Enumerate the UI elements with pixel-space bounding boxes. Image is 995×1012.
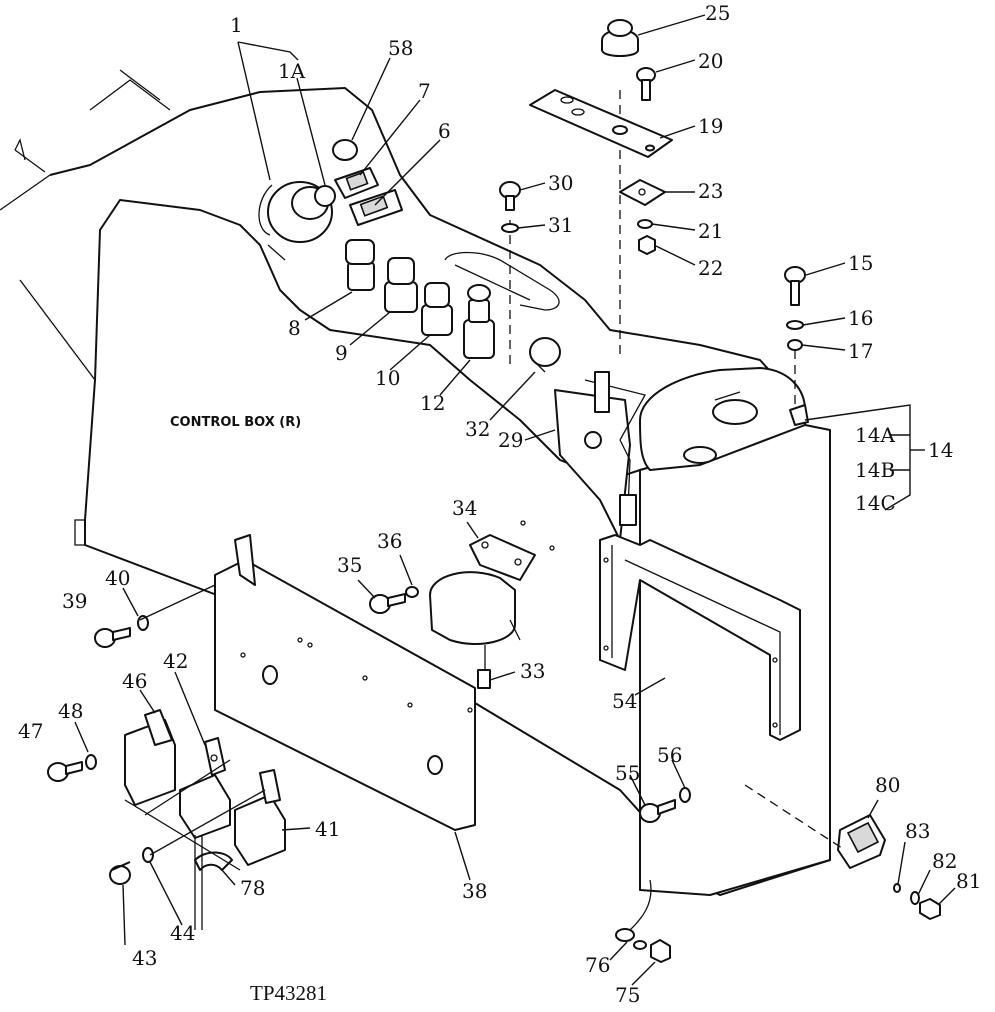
- callout-54: 54: [612, 689, 637, 713]
- callout-19: 19: [698, 114, 723, 138]
- callout-14a: 14A: [855, 423, 895, 447]
- callout-10: 10: [375, 366, 400, 390]
- toggle-switch-6: [349, 189, 403, 226]
- callout-36: 36: [377, 529, 402, 553]
- washer-44: [142, 847, 154, 863]
- callout-8: 8: [288, 316, 301, 340]
- knob-32: [529, 337, 561, 373]
- washer-16: [786, 320, 804, 330]
- callout-25: 25: [705, 1, 730, 25]
- knob-10: [421, 282, 453, 336]
- callout-75: 75: [615, 983, 640, 1007]
- callout-1a: 1A: [278, 59, 306, 83]
- callout-80: 80: [875, 773, 900, 797]
- callout-55: 55: [615, 761, 640, 785]
- bolt-15: [784, 266, 806, 306]
- mounting-plate-38: [214, 534, 476, 831]
- washer-31: [501, 223, 519, 233]
- washer-21: [637, 219, 653, 229]
- knob-8: [345, 239, 375, 291]
- washer-48: [85, 754, 97, 770]
- washer-83: [893, 883, 901, 893]
- callout-14b: 14B: [855, 458, 895, 482]
- relay-bracket-34: [469, 520, 555, 581]
- callout-41: 41: [315, 817, 340, 841]
- key-switch: [258, 181, 336, 261]
- box-label: CONTROL BOX (R): [170, 415, 301, 430]
- relay-41: [234, 769, 286, 866]
- callout-33: 33: [520, 659, 545, 683]
- washer-56: [679, 787, 691, 803]
- callout-17: 17: [848, 339, 873, 363]
- throttle-linkage: [509, 90, 646, 541]
- controller-54: [599, 534, 801, 741]
- callout-78: 78: [240, 876, 265, 900]
- screw-39: [94, 627, 131, 648]
- callout-6: 6: [438, 119, 451, 143]
- callout-44: 44: [170, 921, 195, 945]
- callout-29: 29: [498, 428, 523, 452]
- callout-20: 20: [698, 49, 723, 73]
- callout-40: 40: [105, 566, 130, 590]
- knob-9: [384, 257, 418, 313]
- leader-lines: [74, 14, 956, 986]
- callout-82: 82: [932, 849, 957, 873]
- callout-22: 22: [698, 256, 723, 280]
- callout-7: 7: [418, 79, 431, 103]
- callout-38: 38: [462, 879, 487, 903]
- callout-35: 35: [337, 553, 362, 577]
- callout-42: 42: [163, 649, 188, 673]
- nut-75: [650, 939, 671, 963]
- screw-55: [639, 799, 676, 823]
- nut-81: [919, 898, 941, 920]
- callout-21: 21: [698, 219, 723, 243]
- switch-80: [837, 814, 886, 869]
- callout-30: 30: [548, 171, 573, 195]
- rubber-mount-25: [601, 19, 639, 57]
- screw-47: [47, 761, 83, 782]
- relay-33: [429, 571, 521, 689]
- screw-43: [109, 861, 131, 885]
- bolt-30: [499, 181, 521, 211]
- callout-labels: 1 1A 58 7 6 8 9 10 12 32 29 25 20 19 30 …: [18, 1, 981, 1007]
- callout-14: 14: [928, 438, 953, 462]
- callout-1: 1: [230, 13, 243, 37]
- callout-76: 76: [585, 953, 610, 977]
- screw-35: [369, 593, 406, 614]
- callout-16: 16: [848, 306, 873, 330]
- indicator-lamp: [332, 139, 358, 161]
- toggle-switch-7: [334, 167, 379, 199]
- callout-39: 39: [62, 589, 87, 613]
- callout-83: 83: [905, 819, 930, 843]
- callout-12: 12: [420, 391, 445, 415]
- nut-22: [638, 235, 656, 255]
- callout-34: 34: [452, 496, 477, 520]
- washer-17: [787, 339, 803, 351]
- callout-9: 9: [335, 341, 348, 365]
- relay-46: [124, 709, 176, 806]
- washer-82: [910, 891, 920, 905]
- figure-caption: TP43281: [250, 981, 327, 1005]
- push-button-12: [463, 284, 495, 359]
- bracket-19: [529, 89, 673, 158]
- callout-58: 58: [388, 36, 413, 60]
- plate-23: [619, 179, 666, 206]
- washer-36: [405, 586, 419, 598]
- callout-46: 46: [122, 669, 147, 693]
- callout-14c: 14C: [855, 491, 896, 515]
- bolt-20: [636, 67, 656, 101]
- callout-43: 43: [132, 946, 157, 970]
- ground-cable-76: [615, 879, 652, 950]
- callout-23: 23: [698, 179, 723, 203]
- callout-56: 56: [657, 743, 682, 767]
- callout-31: 31: [548, 213, 573, 237]
- callout-15: 15: [848, 251, 873, 275]
- cover-14: [639, 367, 809, 471]
- callout-32: 32: [465, 417, 490, 441]
- callout-81: 81: [956, 869, 981, 893]
- callout-48: 48: [58, 699, 83, 723]
- callout-47: 47: [18, 719, 43, 743]
